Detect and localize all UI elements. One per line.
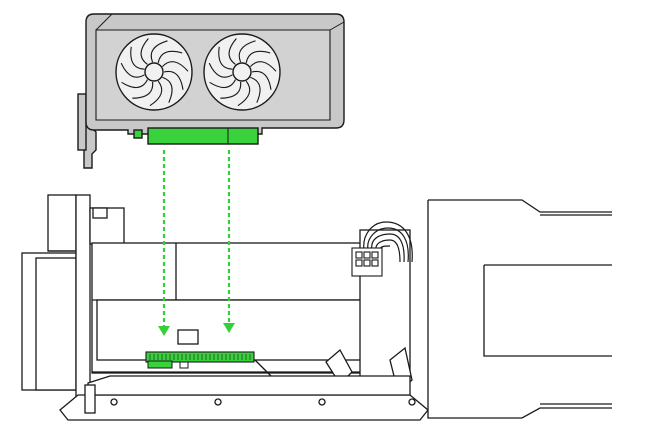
pcie-power-connector [352,248,382,276]
fan-hub [145,63,163,81]
enclosure-base-tray [60,376,428,420]
graphics-card [78,14,344,168]
enclosure-outer-sleeve [428,200,612,418]
cooling-fan-right [204,34,280,110]
card-small-connector [134,130,142,138]
egpu-enclosure [22,195,612,420]
card-pcie-edge-connector [148,128,258,144]
cooling-fan-left [116,34,192,110]
fan-hub [233,63,251,81]
